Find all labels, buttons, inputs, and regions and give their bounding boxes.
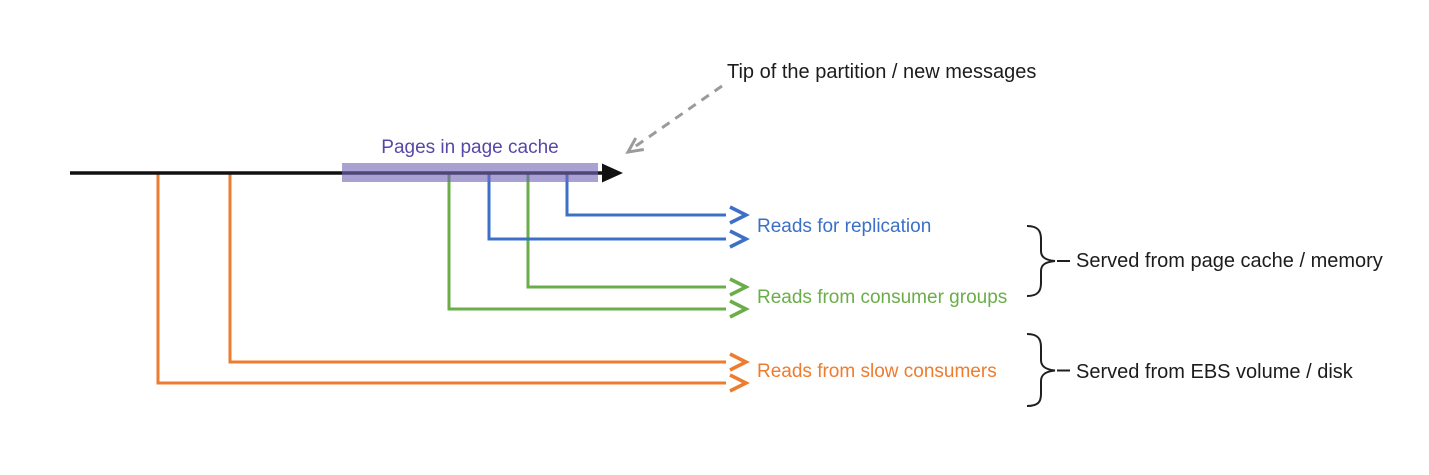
slow-read-arrow-line — [156, 174, 726, 385]
page-cache-band — [342, 163, 598, 182]
tip-of-partition-label: Tip of the partition / new messages — [727, 61, 1037, 83]
page-cache-label: Pages in page cache — [381, 137, 559, 158]
served-from-disk-label: Served from EBS volume / disk — [1076, 361, 1353, 383]
consumer-group-read-arrows — [447, 174, 750, 319]
arrowhead-icon — [729, 373, 750, 393]
arrowhead-icon — [729, 352, 750, 372]
slow-read-arrow-line — [228, 174, 726, 364]
reads-from-consumer-groups-label: Reads from consumer groups — [757, 287, 1008, 308]
reads-from-slow-consumers-label: Reads from slow consumers — [757, 361, 997, 382]
arrowhead-icon — [729, 277, 750, 297]
tip-pointer-dashed-line — [632, 84, 723, 150]
disk-group-brace — [1026, 333, 1056, 407]
replication-read-arrow-line — [487, 174, 726, 241]
replication-read-arrow-line — [565, 174, 726, 217]
arrowhead-icon — [729, 299, 750, 319]
tip-pointer-arrowhead-icon — [625, 137, 645, 154]
slow-consumer-read-arrows — [156, 174, 750, 393]
served-from-memory-label: Served from page cache / memory — [1076, 250, 1383, 272]
arrowhead-icon — [729, 229, 750, 249]
replication-read-arrows — [487, 174, 750, 249]
consumer-read-arrow-line — [526, 174, 726, 289]
grouping-braces — [1026, 225, 1070, 407]
arrowhead-icon — [729, 205, 750, 225]
memory-group-brace — [1026, 225, 1056, 297]
consumer-read-arrow-line — [447, 174, 726, 311]
reads-for-replication-label: Reads for replication — [757, 216, 932, 237]
tip-pointer — [625, 84, 723, 154]
timeline-arrowhead-icon — [602, 163, 623, 183]
